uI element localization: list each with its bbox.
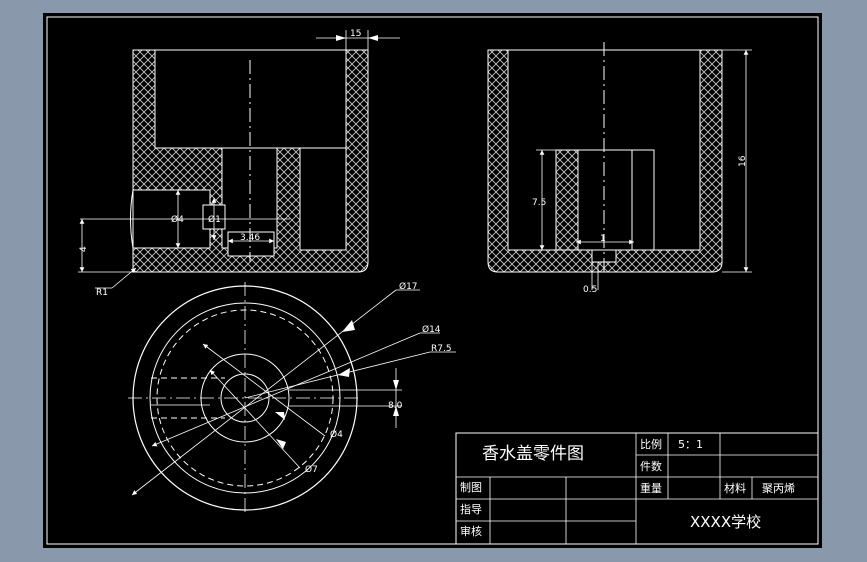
tb-drawn-by-label: 制图 [460, 481, 482, 494]
tb-guided-by-label: 指导 [460, 502, 482, 516]
dim-r1-label: R1 [96, 288, 108, 298]
dim-dia4-bottom-label: Ø4 [330, 429, 343, 440]
dim-r7-5-label: R7.5 [431, 344, 452, 354]
dim-15-arrow-right [368, 35, 378, 41]
dim-dia4-bottom-arrow [275, 412, 285, 420]
sheet-inner-border [46, 16, 819, 545]
dim-dia7-label: Ø7 [305, 464, 318, 475]
dim-4-label: 4 [79, 246, 89, 252]
dim-3-46-label: 3.46 [240, 233, 260, 243]
dim-8-arrow-bottom [393, 406, 399, 416]
title-block-frame [455, 432, 819, 545]
side-section-view: 16 7.5 1 0.5 [487, 42, 752, 295]
dim-r1-leader [111, 267, 137, 289]
tb-drawing-title: 香水盖零件图 [482, 444, 584, 464]
dim-1-label: 1 [600, 234, 606, 244]
front-bottom-bore [227, 231, 275, 257]
dim-dia7-leader [209, 369, 301, 469]
tb-material-value: 聚丙烯 [762, 482, 795, 495]
dim-dia1-label: Ø1 [208, 214, 221, 225]
dim-dia14-label: Ø14 [422, 324, 441, 335]
dim-7-5-label: 7.5 [532, 198, 546, 208]
dim-8-label: 8.0 [388, 401, 403, 411]
dim-15-arrow-left [336, 35, 346, 41]
dim-dia17-arrow-top [342, 320, 355, 332]
dim-dia7-arrow [276, 439, 286, 449]
tb-material-label: 材料 [724, 481, 746, 495]
side-boss-hole [577, 149, 633, 251]
tb-weight-label: 重量 [640, 481, 662, 495]
top-view: Ø17 Ø14 R7.5 Ø4 Ø7 8.0 [128, 281, 456, 512]
dim-r7-5-arrow [338, 368, 350, 377]
dim-15-label: 15 [350, 29, 361, 39]
tb-scale-label: 比例 [640, 437, 662, 451]
dim-dia17-label: Ø17 [399, 281, 418, 292]
front-section-view: 15 Ø4 Ø1 3.46 4 R1 [78, 29, 400, 298]
front-annular-slot [299, 147, 347, 251]
dim-r7-5-leader [244, 351, 431, 399]
side-section-hatch [487, 49, 723, 273]
drawing-sheet [43, 13, 822, 548]
title-block: 香水盖零件图 比例 5：1 件数 重量 材料 聚丙烯 制图 指导 审核 XXXX… [455, 432, 819, 545]
tb-pieces-label: 件数 [640, 460, 662, 473]
dim-dia4-bottom-leader [202, 343, 326, 437]
dim-dia14-leader [151, 332, 421, 447]
dim-16-label: 16 [738, 155, 748, 167]
tb-scale-value: 5：1 [678, 438, 703, 451]
dim-8-arrow-top [393, 380, 399, 390]
tb-checked-by-label: 审核 [460, 524, 482, 538]
dim-0-5-label: 0.5 [583, 285, 597, 295]
tb-school: XXXX学校 [690, 513, 761, 531]
side-boss-inner [631, 149, 655, 251]
dim-dia4-label: Ø4 [171, 214, 184, 225]
